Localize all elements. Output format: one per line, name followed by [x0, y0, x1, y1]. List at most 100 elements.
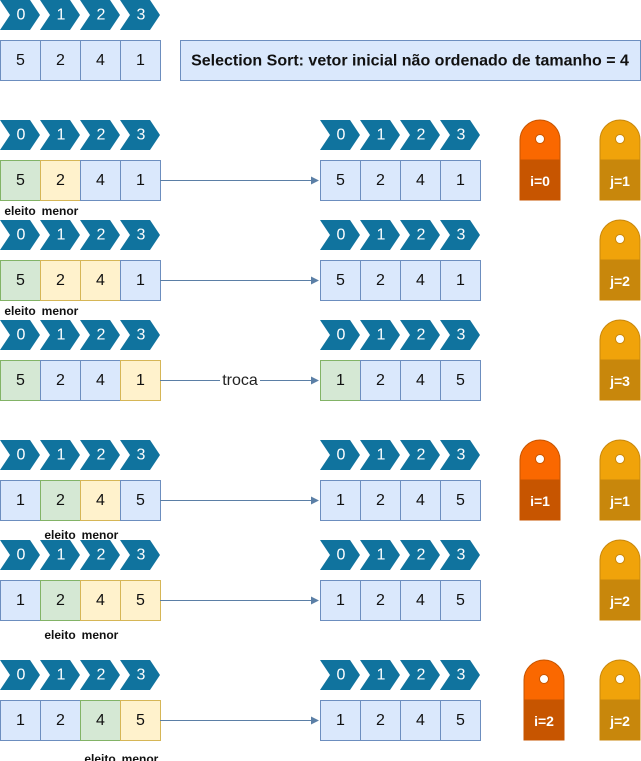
- j-pointer-tag: j=2: [599, 219, 641, 301]
- index-label: 2: [97, 7, 106, 24]
- index-label: 0: [337, 227, 346, 244]
- cell-caption: menor: [42, 204, 79, 218]
- array-cell: [120, 580, 161, 621]
- index-label: 1: [377, 227, 386, 244]
- array-cell: [40, 360, 81, 401]
- index-label: 1: [57, 127, 66, 144]
- array-cell-value: 4: [96, 372, 105, 389]
- tag-body: [523, 699, 565, 741]
- index-chevron: [0, 220, 40, 250]
- tag-hole-icon: [535, 134, 545, 144]
- index-chevron: [440, 540, 480, 570]
- array-cell: [360, 580, 401, 621]
- array-cell: [120, 480, 161, 521]
- array-cell: [320, 160, 361, 201]
- tag-body: [599, 579, 641, 621]
- index-label: 2: [97, 547, 106, 564]
- array-cell: [440, 580, 481, 621]
- array-cell: [440, 160, 481, 201]
- array-cell: [40, 40, 81, 81]
- index-label: 0: [17, 327, 26, 344]
- cell-caption: eleito: [44, 528, 75, 542]
- array-cell: [0, 160, 41, 201]
- cell-caption: menor: [122, 752, 159, 761]
- index-label: 2: [417, 227, 426, 244]
- array-cell-value: 5: [336, 172, 345, 189]
- array-cell-value: 1: [456, 272, 465, 289]
- index-label: 0: [17, 7, 26, 24]
- tag-label: j=2: [609, 593, 630, 609]
- index-chevron: [440, 440, 480, 470]
- tag-label: i=2: [534, 713, 554, 729]
- index-chevron: [0, 540, 40, 570]
- index-label: 0: [17, 447, 26, 464]
- array-cell: [80, 580, 121, 621]
- index-chevron: [80, 320, 120, 350]
- index-label: 3: [457, 127, 466, 144]
- tag-body: [599, 479, 641, 521]
- array-cell-value: 5: [16, 372, 25, 389]
- array-cell-value: 1: [136, 172, 145, 189]
- tag-body: [519, 159, 561, 201]
- array-cell-value: 2: [56, 592, 65, 609]
- index-chevron: [360, 120, 400, 150]
- array-cell-value: 1: [136, 272, 145, 289]
- index-label: 0: [337, 127, 346, 144]
- index-label: 0: [337, 547, 346, 564]
- array-cell-value: 5: [336, 272, 345, 289]
- array-cell-value: 1: [336, 712, 345, 729]
- array-cell: [440, 480, 481, 521]
- index-chevron: [440, 220, 480, 250]
- index-chevron: [0, 660, 40, 690]
- array-cell: [0, 480, 41, 521]
- array-cell: [120, 360, 161, 401]
- index-chevron: [80, 0, 120, 30]
- array-cell-value: 2: [376, 172, 385, 189]
- i-pointer-tag: i=1: [519, 439, 561, 521]
- index-label: 0: [17, 127, 26, 144]
- array-cell-value: 1: [336, 492, 345, 509]
- index-label: 0: [17, 667, 26, 684]
- array-cell-value: 4: [416, 372, 425, 389]
- array-cell-value: 5: [136, 712, 145, 729]
- cell-caption: eleito: [4, 204, 35, 218]
- index-label: 1: [377, 127, 386, 144]
- edge-label-bg: [220, 371, 260, 389]
- index-chevron: [360, 440, 400, 470]
- array-cell: [320, 260, 361, 301]
- index-label: 1: [57, 667, 66, 684]
- array-cell-value: 4: [96, 592, 105, 609]
- array-cell: [440, 360, 481, 401]
- index-label: 3: [137, 327, 146, 344]
- array-cell-value: 1: [136, 372, 145, 389]
- index-chevron: [400, 540, 440, 570]
- index-label: 3: [457, 547, 466, 564]
- index-chevron: [360, 660, 400, 690]
- array-cell-value: 4: [416, 172, 425, 189]
- tag-label: j=2: [609, 273, 630, 289]
- array-cell: [400, 360, 441, 401]
- array-cell: [0, 700, 41, 741]
- i-pointer-tag: i=0: [519, 119, 561, 201]
- j-pointer-tag: j=2: [599, 659, 641, 741]
- edge-label: troca: [222, 372, 258, 389]
- index-chevron: [320, 540, 360, 570]
- array-cell: [80, 160, 121, 201]
- cell-caption: eleito: [84, 752, 115, 761]
- index-chevron: [120, 0, 160, 30]
- index-chevron: [40, 0, 80, 30]
- array-cell: [360, 700, 401, 741]
- index-label: 2: [97, 227, 106, 244]
- array-cell-value: 2: [56, 492, 65, 509]
- j-pointer-tag: j=3: [599, 319, 641, 401]
- index-label: 0: [337, 447, 346, 464]
- index-label: 1: [57, 7, 66, 24]
